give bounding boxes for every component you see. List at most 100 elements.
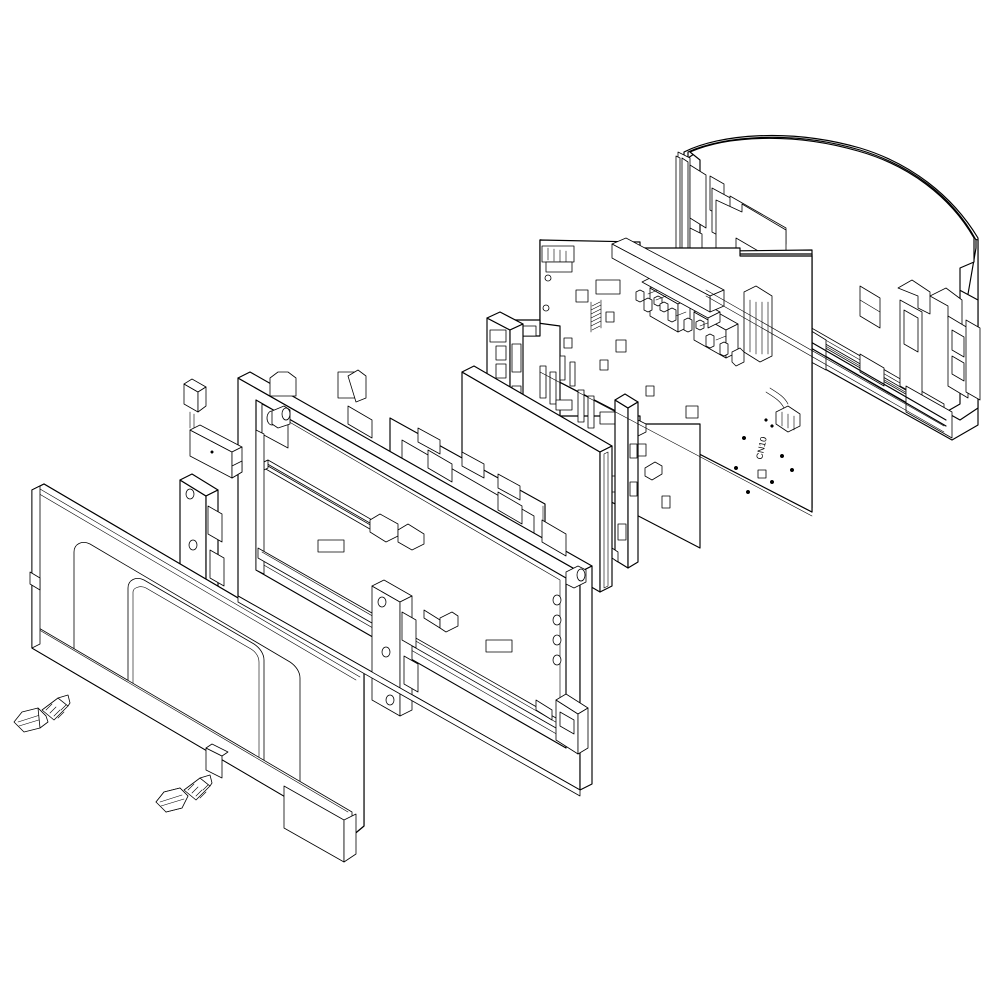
screw-lower-tip	[199, 774, 213, 787]
frame-slot-bottom-1	[317, 539, 345, 553]
frame-tab-top-2b	[347, 369, 367, 403]
frame-hinge-hole-2	[381, 646, 391, 658]
lower-pcb-pin-4	[587, 395, 595, 429]
main-pcb-hole-2	[542, 304, 550, 312]
main-pcb-hole-b	[779, 453, 785, 459]
bracket-slot-top	[489, 329, 507, 343]
bracket-hook-1	[495, 345, 507, 361]
switch-actuator-side	[197, 386, 207, 413]
lower-pcb-slot-1	[555, 399, 573, 411]
screw-lower-slot-2	[160, 798, 185, 807]
screw-upper-slot-2	[18, 718, 43, 727]
lower-pcb-fin-2	[569, 361, 576, 387]
support-post-clip	[644, 461, 663, 481]
lower-pcb-slot-4	[637, 443, 647, 457]
main-pcb-res-3	[695, 319, 705, 331]
switch-lead-wire	[189, 411, 195, 431]
housing-right-hook	[897, 279, 931, 315]
housing-endcap-panel	[947, 315, 969, 399]
lower-pcb-pin-3	[577, 389, 585, 423]
bracket-slot-mid	[511, 343, 522, 373]
display-lens-edge-line	[603, 451, 609, 589]
main-pcb-underline	[539, 371, 813, 517]
main-pcb-connector-right	[743, 285, 773, 363]
frame-tab-top-3	[347, 405, 373, 439]
housing-endcap-slot-2	[951, 355, 965, 382]
main-pcb-hole-f	[789, 467, 795, 473]
membrane-tab-2	[461, 451, 485, 479]
main-pcb-connector-left	[541, 245, 575, 263]
main-pcb-edge-connector-pins	[781, 411, 795, 431]
main-pcb-solder-2	[764, 418, 768, 422]
screw-upper-threads	[45, 703, 67, 719]
main-pcb-cap-3	[667, 307, 677, 323]
frame-rib-end	[263, 459, 269, 471]
frame-hinge-pocket-2	[403, 655, 419, 693]
frame-foot-slot	[559, 711, 575, 735]
frame-foot-tab	[535, 699, 553, 721]
screw-upper-flange	[37, 707, 49, 729]
main-pcb-wire-loop	[769, 387, 789, 405]
main-pcb-wire-loop-2	[765, 391, 785, 409]
main-pcb-connector-left-body	[545, 261, 573, 273]
frame-left-wall	[255, 429, 265, 575]
part-control-panel-front-cover[interactable]	[29, 483, 365, 863]
frame-tab-top-6	[541, 519, 567, 557]
housing-bottom-tab	[859, 353, 885, 387]
frame-tab-top-5	[497, 491, 523, 525]
main-pcb-cap-1	[635, 289, 645, 303]
display-lens-edge	[599, 445, 613, 593]
front-cover-edge-line-2	[39, 488, 361, 678]
main-pcb-hole-a	[741, 435, 747, 441]
frame-outer-side	[579, 565, 593, 791]
screw-lower-head-fill	[155, 787, 189, 813]
main-pcb-connector-right-pins	[749, 299, 769, 355]
part-screw-upper[interactable]	[13, 694, 71, 733]
bracket-hook-2	[495, 363, 507, 379]
part-screw-lower[interactable]	[155, 774, 213, 813]
part-display-support-post[interactable]	[599, 393, 663, 569]
main-pcb-bar-1-side	[707, 311, 721, 329]
frame-post-head	[281, 407, 291, 421]
main-pcb-component-cluster	[635, 275, 745, 367]
pcb-silkscreen-label: CN10	[754, 436, 769, 461]
main-pcb-pad-4	[685, 405, 699, 419]
membrane-tab-3	[497, 473, 521, 501]
main-pcb-res-2	[659, 301, 669, 313]
front-cover-flange-right-side	[343, 813, 357, 863]
frame-clip-bottom-2	[397, 523, 425, 551]
part-interlock-switch[interactable]	[183, 378, 243, 479]
bracket-left-hole-2	[188, 539, 198, 551]
part-control-panel-frame[interactable]	[237, 369, 593, 791]
align-rail-2	[705, 295, 945, 433]
housing-right-pocket-inner	[903, 309, 919, 353]
frame-hinge-hole-1	[377, 596, 387, 608]
frame-hinge-hole-3	[385, 694, 395, 706]
front-cover-skirt-line	[35, 627, 349, 813]
main-pcb-pad-3	[615, 339, 627, 353]
housing-vent-opening	[859, 285, 881, 329]
bracket-left-pocket-2	[209, 549, 225, 587]
bracket-left-hole-1	[185, 488, 195, 500]
frame-right-pin-head	[576, 568, 586, 582]
align-rail-1	[705, 289, 945, 427]
part-main-control-board[interactable]: CN10	[539, 237, 813, 513]
membrane-tab-1	[417, 427, 441, 455]
frame-tab-top-4	[427, 449, 453, 483]
lower-pcb-pin-1	[539, 365, 547, 399]
housing-endcap-outer	[965, 319, 981, 401]
lower-pcb-slot-5	[661, 495, 671, 509]
frame-slot-bottom-2	[485, 639, 513, 653]
support-post-slot-3	[617, 523, 627, 541]
frame-hinge-holes	[552, 594, 562, 666]
housing-left-rib-2	[689, 164, 707, 229]
front-cover-tab-center-top	[205, 743, 229, 757]
main-pcb-solder-1	[770, 424, 774, 428]
switch-terminal-tab	[231, 460, 243, 479]
main-pcb-inductor	[590, 299, 602, 333]
main-pcb-cap-4	[683, 317, 693, 333]
front-cover-left-notch	[29, 571, 41, 591]
switch-terminal-dot	[210, 450, 214, 454]
